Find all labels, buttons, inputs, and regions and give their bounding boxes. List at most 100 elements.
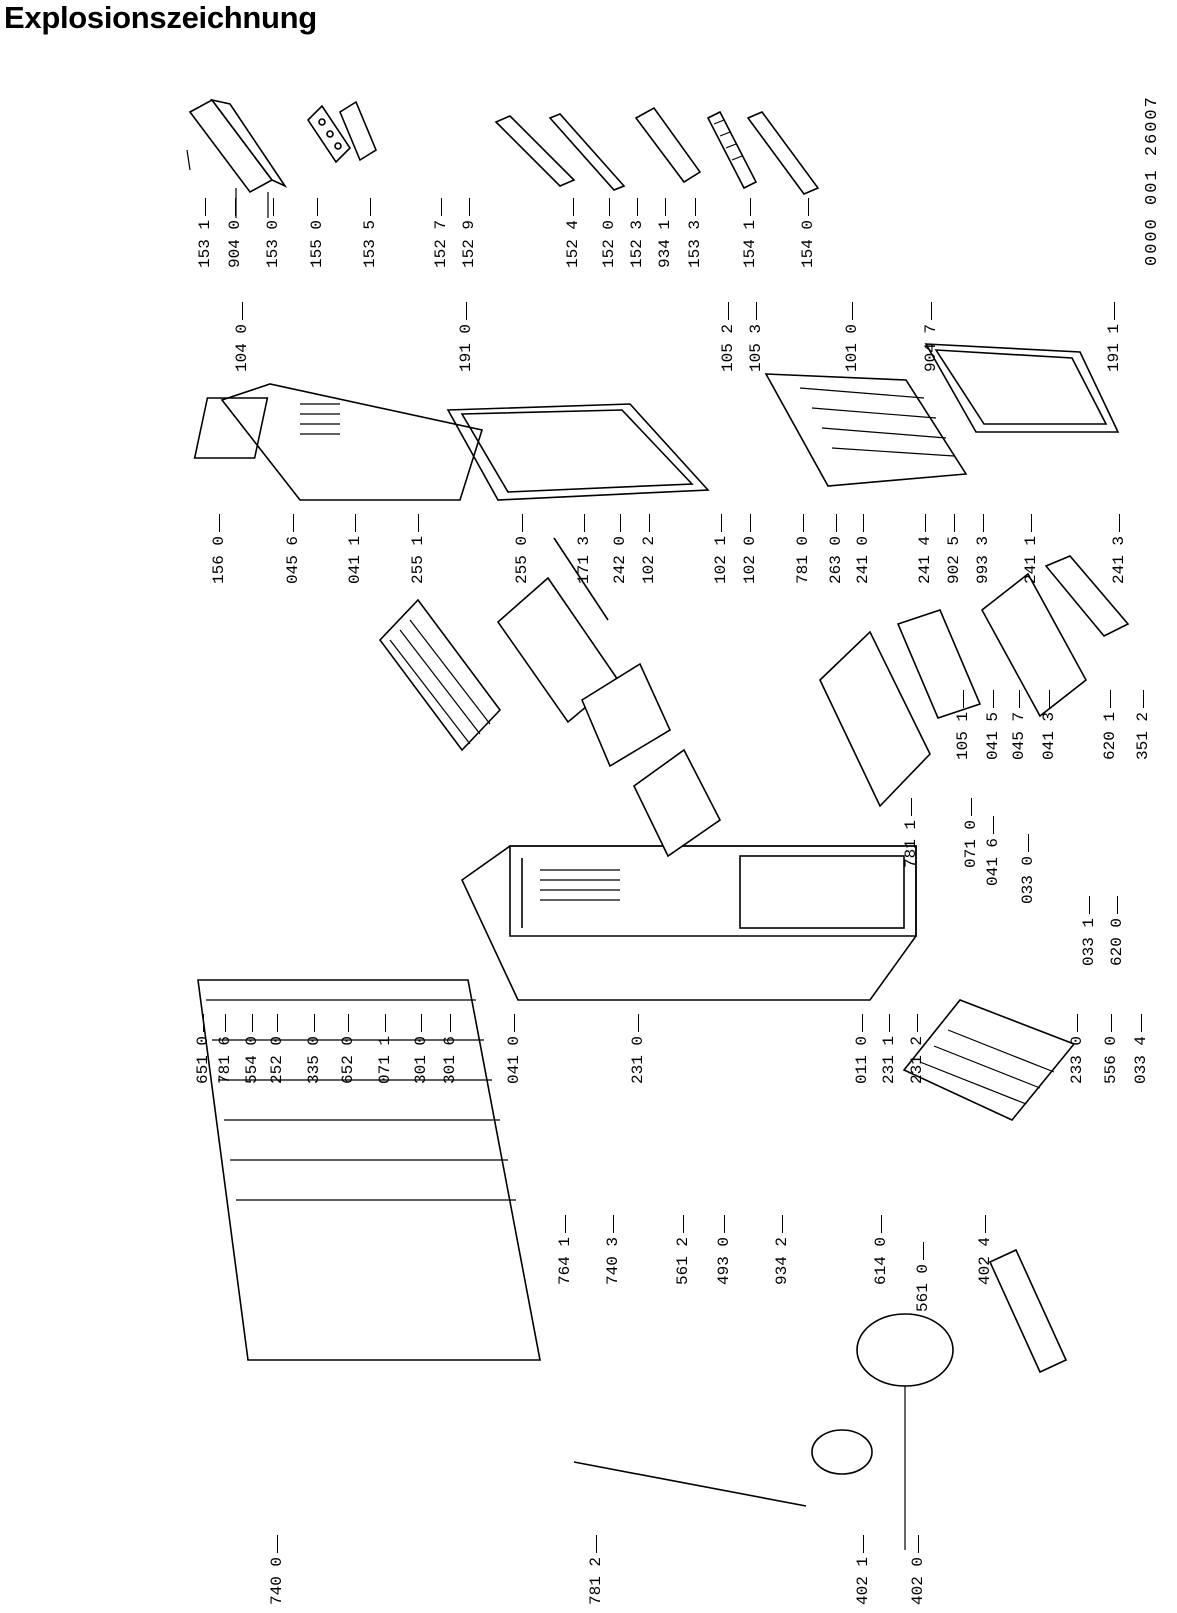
leader-line — [682, 1214, 684, 1233]
part-label: 934 2 — [773, 1236, 791, 1285]
part-callout-152-3: 152 3 — [628, 197, 646, 268]
leader-line — [420, 1013, 422, 1032]
part-label: 402 4 — [976, 1236, 994, 1285]
part-callout-102-2: 102 2 — [640, 513, 658, 584]
part-label: 231 0 — [629, 1035, 647, 1084]
leader-line — [1113, 301, 1115, 320]
leader-line — [468, 197, 470, 216]
leader-line — [564, 1214, 566, 1233]
part-label: 102 2 — [640, 535, 658, 584]
part-label: 651 0 — [194, 1035, 212, 1084]
part-callout-351-2: 351 2 — [1134, 689, 1152, 760]
part-callout-155-0: 155 0 — [308, 197, 326, 268]
freezer-door-gasket — [924, 343, 1120, 433]
part-label: 781 0 — [794, 535, 812, 584]
part-label: 740 0 — [268, 1556, 286, 1605]
part-callout-242-0: 242 0 — [611, 513, 629, 584]
leader-line — [984, 1214, 986, 1233]
part-label: 071 0 — [962, 819, 980, 868]
part-label: 402 1 — [854, 1556, 872, 1605]
part-callout-561-0: 561 0 — [914, 1241, 932, 1312]
part-callout-231-1: 231 1 — [880, 1013, 898, 1084]
freezer-baskets — [819, 555, 1130, 808]
part-callout-231-2: 231 2 — [908, 1013, 926, 1084]
part-label: 781 6 — [216, 1035, 234, 1084]
part-callout-153-3: 153 3 — [686, 197, 704, 268]
egg-tray — [306, 100, 377, 164]
part-label: 556 0 — [1102, 1035, 1120, 1084]
part-callout-191-0: 191 0 — [457, 301, 475, 372]
leader-line — [1048, 689, 1050, 708]
part-label: 620 0 — [1108, 917, 1126, 966]
part-callout-154-0: 154 0 — [799, 197, 817, 268]
part-callout-041-3: 041 3 — [1040, 689, 1058, 760]
part-callout-033-0: 033 0 — [1019, 833, 1037, 904]
leader-line — [276, 1013, 278, 1032]
part-callout-152-7: 152 7 — [432, 197, 450, 268]
part-label: 011 0 — [853, 1035, 871, 1084]
leader-line — [953, 513, 955, 532]
part-label: 153 3 — [686, 219, 704, 268]
leader-line — [755, 301, 757, 320]
leader-line — [384, 1013, 386, 1032]
part-label: 045 7 — [1010, 711, 1028, 760]
leader-line — [595, 1534, 597, 1553]
part-label: 902 5 — [945, 535, 963, 584]
leader-line — [992, 689, 994, 708]
part-label: 335 0 — [305, 1035, 323, 1084]
part-label: 153 5 — [361, 219, 379, 268]
part-callout-620-1: 620 1 — [1101, 689, 1119, 760]
part-label: 152 4 — [564, 219, 582, 268]
page-title: Explosionszeichnung — [4, 0, 317, 35]
wire-shelf — [378, 598, 502, 752]
part-callout-153-5: 153 5 — [361, 197, 379, 268]
part-callout-561-2: 561 2 — [674, 1214, 692, 1285]
part-callout-556-0: 556 0 — [1102, 1013, 1120, 1084]
part-label: 561 0 — [914, 1263, 932, 1312]
leader-line — [888, 1013, 890, 1032]
part-label: 351 2 — [1134, 711, 1152, 760]
part-label: 614 0 — [872, 1236, 890, 1285]
part-callout-241-4: 241 4 — [916, 513, 934, 584]
part-label: 781 2 — [587, 1556, 605, 1605]
part-callout-041-1: 041 1 — [346, 513, 364, 584]
part-callout-045-7: 045 7 — [1010, 689, 1028, 760]
part-callout-620-0: 620 0 — [1108, 895, 1126, 966]
part-label: 071 1 — [376, 1035, 394, 1084]
part-label: 255 1 — [409, 535, 427, 584]
part-callout-033-1: 033 1 — [1080, 895, 1098, 966]
leader-line — [1118, 513, 1120, 532]
leader-line — [924, 513, 926, 532]
leader-line — [465, 301, 467, 320]
part-label: 241 4 — [916, 535, 934, 584]
leader-line — [720, 513, 722, 532]
leader-line — [583, 513, 585, 532]
part-label: 241 1 — [1022, 535, 1040, 584]
leader-line — [781, 1214, 783, 1233]
part-label: 045 6 — [284, 535, 302, 584]
part-label: 154 0 — [799, 219, 817, 268]
part-label: 561 2 — [674, 1236, 692, 1285]
part-label: 740 3 — [604, 1236, 622, 1285]
part-label: 231 2 — [908, 1035, 926, 1084]
part-label: 152 3 — [628, 219, 646, 268]
part-callout-154-1: 154 1 — [741, 197, 759, 268]
leader-line — [910, 797, 912, 816]
part-callout-781-2: 781 2 — [587, 1534, 605, 1605]
part-label: 252 0 — [268, 1035, 286, 1084]
leader-line — [982, 513, 984, 532]
leader-line — [962, 689, 964, 708]
leader-line — [572, 197, 574, 216]
door-shelf-right-set — [494, 106, 820, 195]
leader-line — [694, 197, 696, 216]
part-label: 255 0 — [513, 535, 531, 584]
part-callout-231-0: 231 0 — [629, 1013, 647, 1084]
leader-line — [440, 197, 442, 216]
leader-line — [930, 301, 932, 320]
part-callout-263-0: 263 0 — [827, 513, 845, 584]
leader-line — [204, 197, 206, 216]
part-label: 152 0 — [600, 219, 618, 268]
part-callout-904-7: 904 7 — [922, 301, 940, 372]
part-label: 153 0 — [264, 219, 282, 268]
